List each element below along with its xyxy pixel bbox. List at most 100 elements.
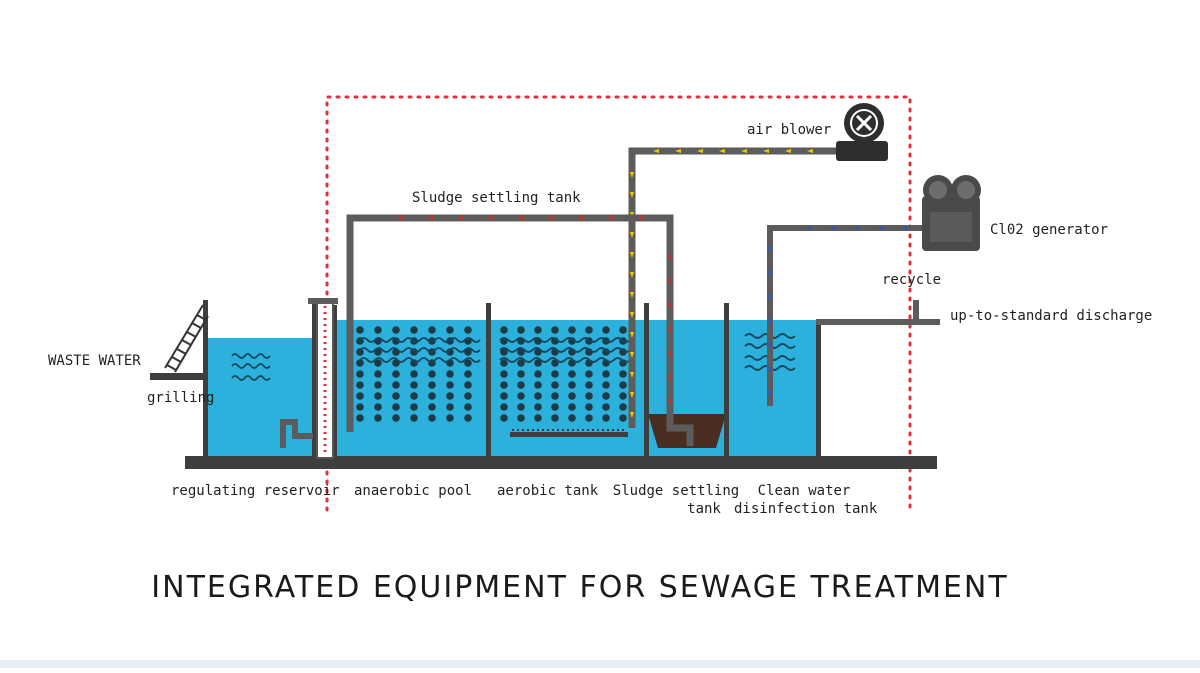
aeration-bubble xyxy=(534,370,542,378)
clo2-arrow xyxy=(767,271,773,277)
clo2-generator-icon xyxy=(922,175,981,251)
blower-icon xyxy=(836,103,888,161)
aeration-bubble xyxy=(410,392,418,400)
air-arrow xyxy=(629,332,635,338)
aeration-bubble xyxy=(446,381,454,389)
clean-water-line2: disinfection tank xyxy=(734,501,878,517)
wave-line xyxy=(359,337,481,343)
aeration-bubble xyxy=(428,326,436,334)
aeration-bubble xyxy=(500,392,508,400)
aeration-bubble xyxy=(551,414,559,422)
aeration-bubble xyxy=(374,359,382,367)
clo2-arrow xyxy=(854,225,860,231)
aeration-bubble xyxy=(551,392,559,400)
aeration-bubble xyxy=(568,370,576,378)
clo2-arrow xyxy=(767,367,773,373)
air-arrow xyxy=(763,148,769,154)
sludge-arrow xyxy=(667,397,673,403)
aeration-bubble xyxy=(374,381,382,389)
aeration-bubble xyxy=(602,326,610,334)
sludge-arrow xyxy=(667,253,673,259)
aeration-bubble xyxy=(585,348,593,356)
wave-line xyxy=(499,357,631,363)
wave-line xyxy=(499,337,631,343)
aeration-bubble xyxy=(585,392,593,400)
air-arrow xyxy=(629,172,635,178)
aeration-bubble xyxy=(392,381,400,389)
air-arrow xyxy=(629,252,635,258)
aeration-bubble xyxy=(464,403,472,411)
aeration-bubble xyxy=(619,403,627,411)
aeration-bubble xyxy=(602,403,610,411)
sludge-return-pipe xyxy=(346,214,694,446)
wave-icon xyxy=(231,333,796,381)
aeration-bubble xyxy=(356,326,364,334)
aeration-bubble xyxy=(517,392,525,400)
waste-water-label: WASTE WATER xyxy=(48,353,141,369)
sludge-arrow xyxy=(667,325,673,331)
aeration-bubble xyxy=(568,326,576,334)
aeration-bubble xyxy=(534,326,542,334)
air-arrow xyxy=(741,148,747,154)
sludge-arrow xyxy=(667,349,673,355)
aeration-bubble xyxy=(585,403,593,411)
aeration-bubble xyxy=(619,414,627,422)
wave-line xyxy=(359,357,481,363)
aeration-bubble xyxy=(534,392,542,400)
grilling-label: grilling xyxy=(147,390,215,406)
aeration-bubble xyxy=(602,370,610,378)
air-arrow xyxy=(629,312,635,318)
aeration-bubble xyxy=(551,403,559,411)
aeration-bubble xyxy=(568,392,576,400)
air-arrow xyxy=(629,232,635,238)
sludge-arrow xyxy=(667,301,673,307)
aeration-bubble xyxy=(410,326,418,334)
air-arrow xyxy=(629,272,635,278)
clo2-arrow xyxy=(767,295,773,301)
aeration-bubble xyxy=(428,381,436,389)
sludge-arrow xyxy=(667,373,673,379)
sludge-arrow xyxy=(667,277,673,283)
aeration-bubble xyxy=(446,414,454,422)
air-arrow xyxy=(719,148,725,154)
aeration-bubble xyxy=(551,370,559,378)
grill-icon xyxy=(164,304,209,373)
clo2-arrow xyxy=(767,319,773,325)
aeration-bubble xyxy=(585,381,593,389)
aeration-bubble xyxy=(534,403,542,411)
aeration-bubble xyxy=(392,403,400,411)
aeration-bubble xyxy=(534,359,542,367)
aeration-bubble xyxy=(619,392,627,400)
air-arrow xyxy=(785,148,791,154)
aeration-bubble xyxy=(585,326,593,334)
aeration-bubble xyxy=(392,326,400,334)
aeration-bubble xyxy=(602,348,610,356)
sludge-pipe-label: Sludge settling tank xyxy=(412,190,581,206)
air-arrow xyxy=(629,412,635,418)
wave-line xyxy=(231,363,271,369)
aerobic-tank-label: aerobic tank xyxy=(497,483,599,499)
aeration-bubble xyxy=(356,414,364,422)
aeration-bubble xyxy=(568,403,576,411)
aeration-bubble xyxy=(517,414,525,422)
wave-line xyxy=(359,347,481,353)
anaerobic-pool-label: anaerobic pool xyxy=(354,483,473,499)
aeration-bubble xyxy=(446,326,454,334)
aeration-bubble xyxy=(428,414,436,422)
air-arrow xyxy=(807,148,813,154)
clo2-arrow xyxy=(830,225,836,231)
aeration-bubble xyxy=(428,403,436,411)
aeration-bubble xyxy=(374,403,382,411)
aeration-bubble xyxy=(374,370,382,378)
aeration-diffuser xyxy=(510,432,628,437)
aeration-bubble xyxy=(517,359,525,367)
aeration-bubble xyxy=(517,348,525,356)
aeration-bubble xyxy=(568,414,576,422)
aeration-bubble xyxy=(551,381,559,389)
clo2-arrow xyxy=(767,343,773,349)
aeration-bubble xyxy=(500,414,508,422)
bottom-strip xyxy=(0,660,1200,668)
sludge-arrow xyxy=(547,215,553,221)
